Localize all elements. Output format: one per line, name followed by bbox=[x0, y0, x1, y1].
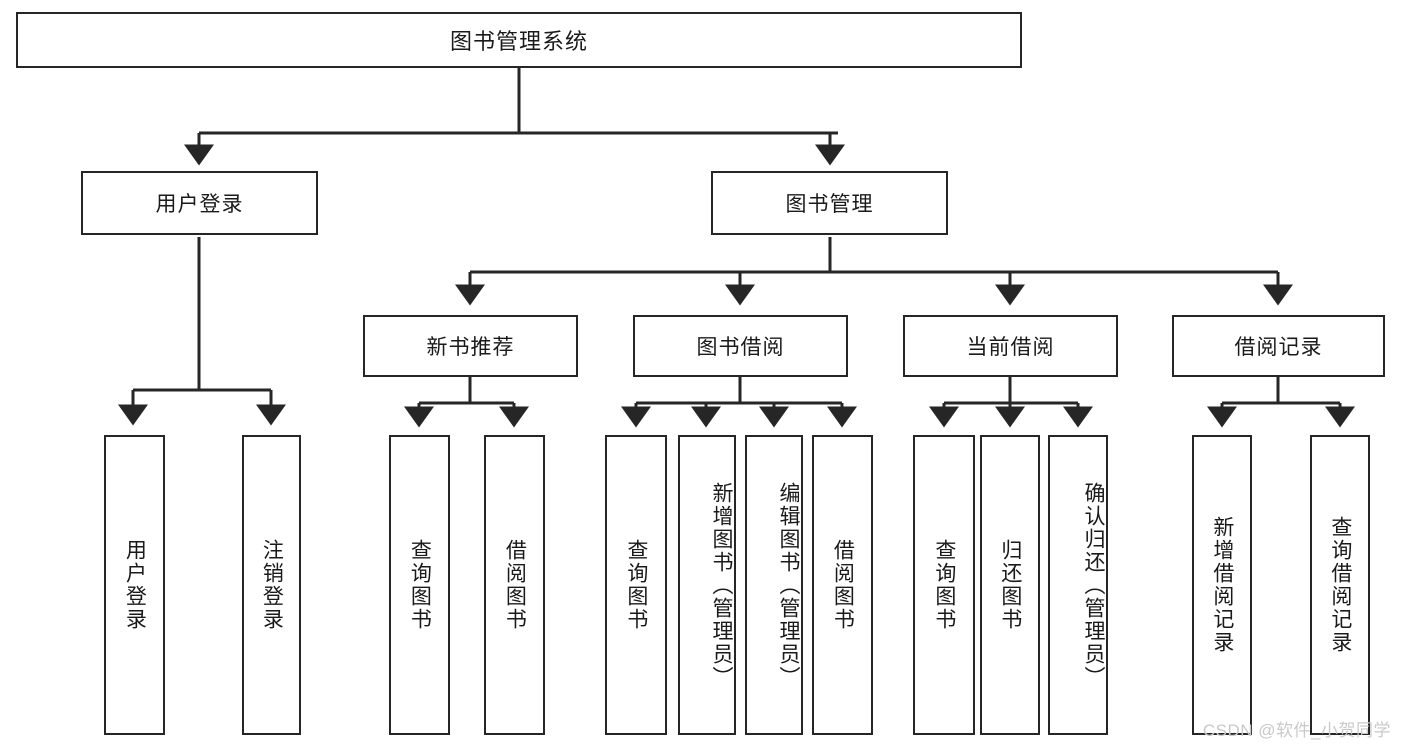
leaf-borrow-books-borrow[interactable]: 借阅图书 bbox=[812, 435, 873, 735]
node-new-book-recommend[interactable]: 新书推荐 bbox=[363, 315, 578, 377]
leaf-add-borrow-record[interactable]: 新增借阅记录 bbox=[1192, 435, 1252, 735]
leaf-return-books[interactable]: 归还图书 bbox=[980, 435, 1040, 735]
node-user-login[interactable]: 用户登录 bbox=[81, 171, 318, 235]
leaf-query-borrow-record[interactable]: 查询借阅记录 bbox=[1310, 435, 1370, 735]
node-book-management[interactable]: 图书管理 bbox=[711, 171, 948, 235]
leaf-logout[interactable]: 注销登录 bbox=[242, 435, 301, 735]
node-current-borrow[interactable]: 当前借阅 bbox=[903, 315, 1118, 377]
node-borrow-records[interactable]: 借阅记录 bbox=[1172, 315, 1385, 377]
leaf-query-books-current[interactable]: 查询图书 bbox=[913, 435, 975, 735]
node-root-system[interactable]: 图书管理系统 bbox=[16, 12, 1022, 68]
leaf-query-books-borrow[interactable]: 查询图书 bbox=[605, 435, 667, 735]
watermark-text: CSDN @软件_小贺同学 bbox=[1202, 721, 1391, 740]
node-book-borrow[interactable]: 图书借阅 bbox=[633, 315, 848, 377]
leaf-borrow-books-recommend[interactable]: 借阅图书 bbox=[484, 435, 545, 735]
leaf-confirm-return-admin[interactable]: 确认归还（管理员） bbox=[1048, 435, 1108, 735]
leaf-edit-book-admin[interactable]: 编辑图书（管理员） bbox=[745, 435, 803, 735]
leaf-add-book-admin[interactable]: 新增图书（管理员） bbox=[678, 435, 736, 735]
leaf-query-books-recommend[interactable]: 查询图书 bbox=[389, 435, 450, 735]
leaf-user-login[interactable]: 用户登录 bbox=[104, 435, 165, 735]
